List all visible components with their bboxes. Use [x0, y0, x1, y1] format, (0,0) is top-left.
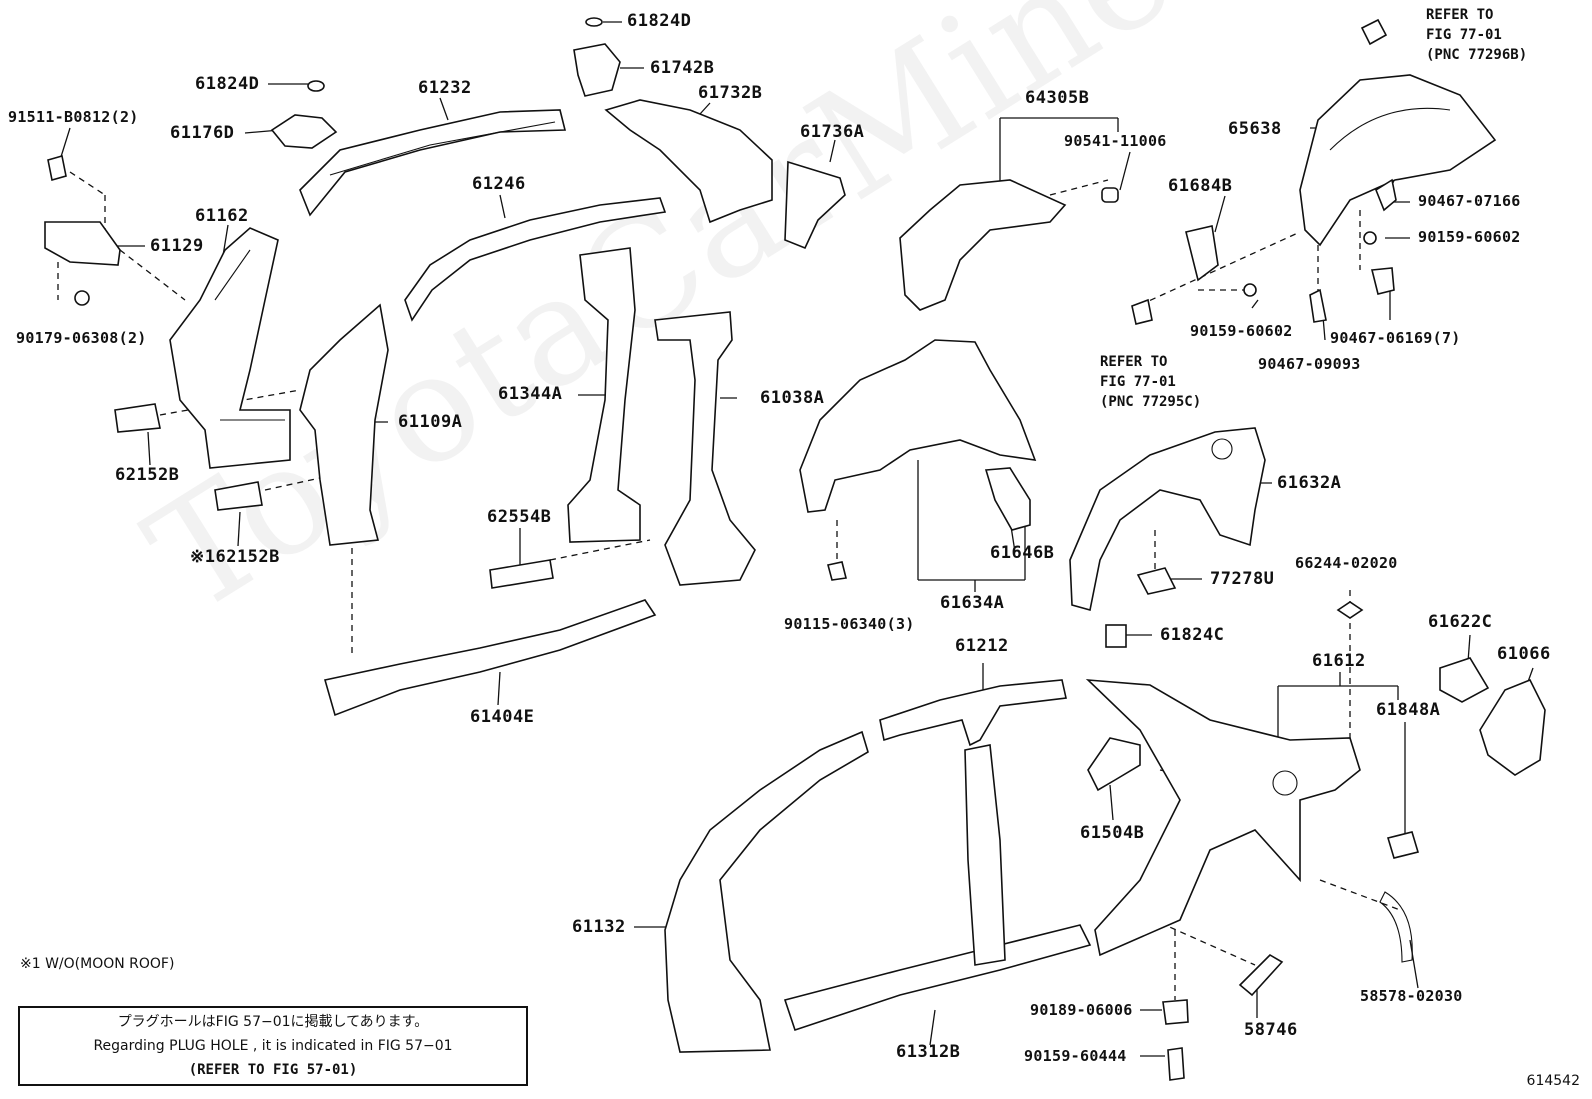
notice-line-refer: (REFER TO FIG 57-01)	[188, 1062, 358, 1078]
label-61684B: 61684B	[1168, 176, 1233, 196]
label-61212: 61212	[955, 636, 1009, 656]
label-61129: 61129	[150, 236, 204, 256]
label-61176D: 61176D	[170, 123, 235, 143]
label-61622C: 61622C	[1428, 612, 1493, 632]
label-61232: 61232	[418, 78, 472, 98]
label-61612: 61612	[1312, 651, 1366, 671]
label-61632A: 61632A	[1277, 473, 1342, 493]
figure-number: 614542	[1526, 1073, 1580, 1089]
label-61066: 61066	[1497, 644, 1551, 664]
label-90467-09093: 90467-09093	[1258, 355, 1361, 373]
label-90467-07166: 90467-07166	[1418, 192, 1521, 210]
plug-hole-notice: プラグホールはFIG 57−01に掲載してあります。 Regarding PLU…	[18, 1006, 528, 1086]
label-62152B: 62152B	[115, 465, 180, 485]
label-61732B: 61732B	[698, 83, 763, 103]
label-90159-60444: 90159-60444	[1024, 1047, 1127, 1065]
label-61646B: 61646B	[990, 543, 1055, 563]
footnote-moon-roof: ※1 W/O(MOON ROOF)	[20, 956, 175, 972]
label-90115-06340: 90115-06340(3)	[784, 615, 915, 633]
label-61824D-left: 61824D	[195, 74, 260, 94]
label-61736A: 61736A	[800, 122, 865, 142]
label-58746: 58746	[1244, 1020, 1298, 1040]
label-61109A: 61109A	[398, 412, 463, 432]
label-61504B: 61504B	[1080, 823, 1145, 843]
label-61404E: 61404E	[470, 707, 535, 727]
label-61312B: 61312B	[896, 1042, 961, 1062]
label-62554B: 62554B	[487, 507, 552, 527]
notice-line-english: Regarding PLUG HOLE , it is indicated in…	[93, 1038, 453, 1054]
part-outlines	[44, 17, 1546, 1081]
label-61824D-top: 61824D	[627, 11, 692, 31]
label-61344A: 61344A	[498, 384, 563, 404]
label-77278U: 77278U	[1210, 569, 1275, 589]
label-62152B-star: ※162152B	[190, 547, 280, 567]
label-66244-02020: 66244-02020	[1295, 554, 1398, 572]
refer-note-77296B: REFER TO FIG 77-01 (PNC 77296B)	[1426, 7, 1528, 63]
label-90159-60602-right: 90159-60602	[1418, 228, 1521, 246]
refer-note-77295C: REFER TO FIG 77-01 (PNC 77295C)	[1100, 354, 1202, 410]
label-90189-06006: 90189-06006	[1030, 1001, 1133, 1019]
label-61634A: 61634A	[940, 593, 1005, 613]
label-61848A: 61848A	[1376, 700, 1441, 720]
label-90159-60602-mid: 90159-60602	[1190, 322, 1293, 340]
label-65638: 65638	[1228, 119, 1282, 139]
label-58578-02030: 58578-02030	[1360, 987, 1463, 1005]
label-90179-06308: 90179-06308(2)	[16, 329, 147, 347]
label-61132: 61132	[572, 917, 626, 937]
label-90467-06169: 90467-06169(7)	[1330, 329, 1461, 347]
label-61742B: 61742B	[650, 58, 715, 78]
label-61162: 61162	[195, 206, 249, 226]
label-90541-11006: 90541-11006	[1064, 132, 1167, 150]
label-64305B: 64305B	[1025, 88, 1090, 108]
notice-line-japanese: プラグホールはFIG 57−01に掲載してあります。	[117, 1014, 429, 1030]
label-61824C: 61824C	[1160, 625, 1225, 645]
label-91511-B0812: 91511-B0812(2)	[8, 108, 139, 126]
label-61246: 61246	[472, 174, 526, 194]
label-61038A: 61038A	[760, 388, 825, 408]
